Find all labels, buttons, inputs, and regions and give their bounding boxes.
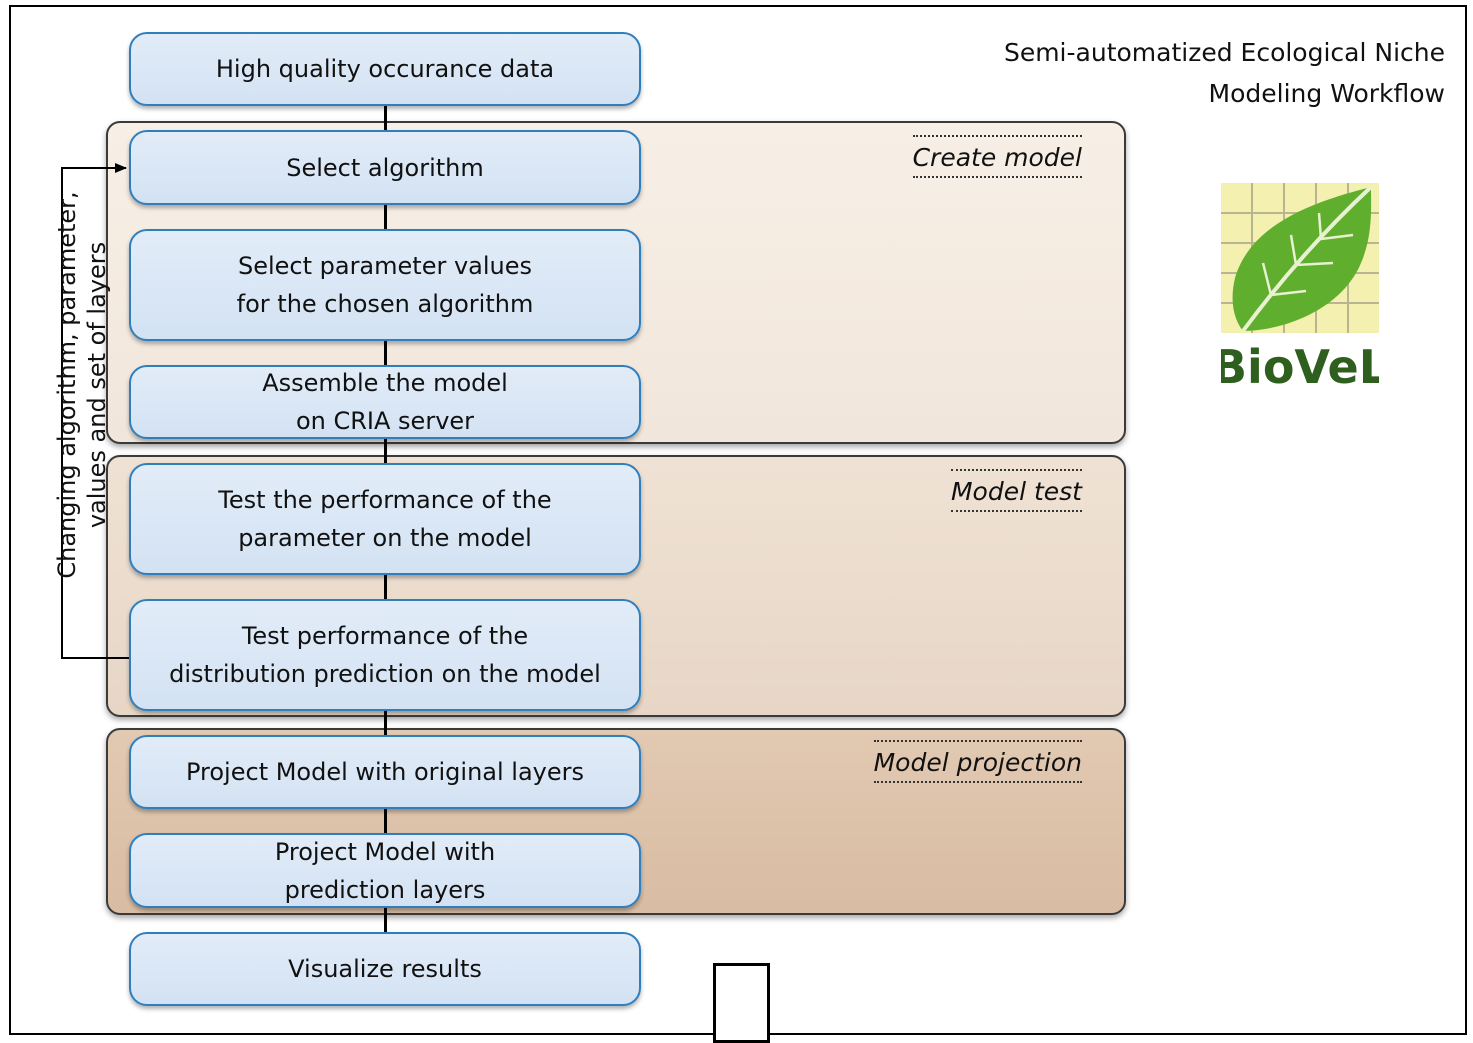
step-test-distribution: Test performance of the distribution pre… — [129, 599, 641, 711]
biovel-logo-text: BioVeL — [1221, 340, 1379, 388]
connector — [384, 709, 387, 737]
connector — [384, 807, 387, 835]
section-label-model-projection: Model projection — [873, 740, 1082, 783]
step-select-parameters: Select parameter values for the chosen a… — [129, 229, 641, 341]
diagram-canvas: Create model Model test Model projection… — [9, 5, 1467, 1043]
step-test-parameter: Test the performance of the parameter on… — [129, 463, 641, 575]
connector — [384, 906, 387, 934]
empty-box — [713, 963, 770, 1043]
feedback-label-line1: Changing algorithm, parameter, — [53, 191, 81, 579]
step-assemble-model: Assemble the model on CRIA server — [129, 365, 641, 439]
diagram-title: Semi-automatized Ecological Niche Modeli… — [1004, 32, 1445, 114]
step-occurrence-data: High quality occurance data — [129, 32, 641, 106]
step-project-prediction: Project Model with prediction layers — [129, 833, 641, 908]
connector — [384, 104, 387, 132]
connector — [384, 339, 387, 367]
feedback-label-line2: values and set of layers — [83, 241, 111, 529]
feedback-loop-arrow — [61, 163, 129, 659]
leaf-grid-icon — [1221, 183, 1379, 333]
step-project-original: Project Model with original layers — [129, 735, 641, 809]
section-label-model-test: Model test — [950, 469, 1082, 512]
connector — [384, 203, 387, 231]
section-label-create-model: Create model — [912, 135, 1082, 178]
step-select-algorithm: Select algorithm — [129, 130, 641, 205]
connector — [384, 437, 387, 465]
biovel-logo: BioVeL — [1221, 183, 1379, 388]
step-visualize-results: Visualize results — [129, 932, 641, 1006]
diagram-title-line2: Modeling Workflow — [1208, 79, 1445, 108]
connector — [384, 573, 387, 601]
diagram-title-line1: Semi-automatized Ecological Niche — [1003, 38, 1445, 67]
